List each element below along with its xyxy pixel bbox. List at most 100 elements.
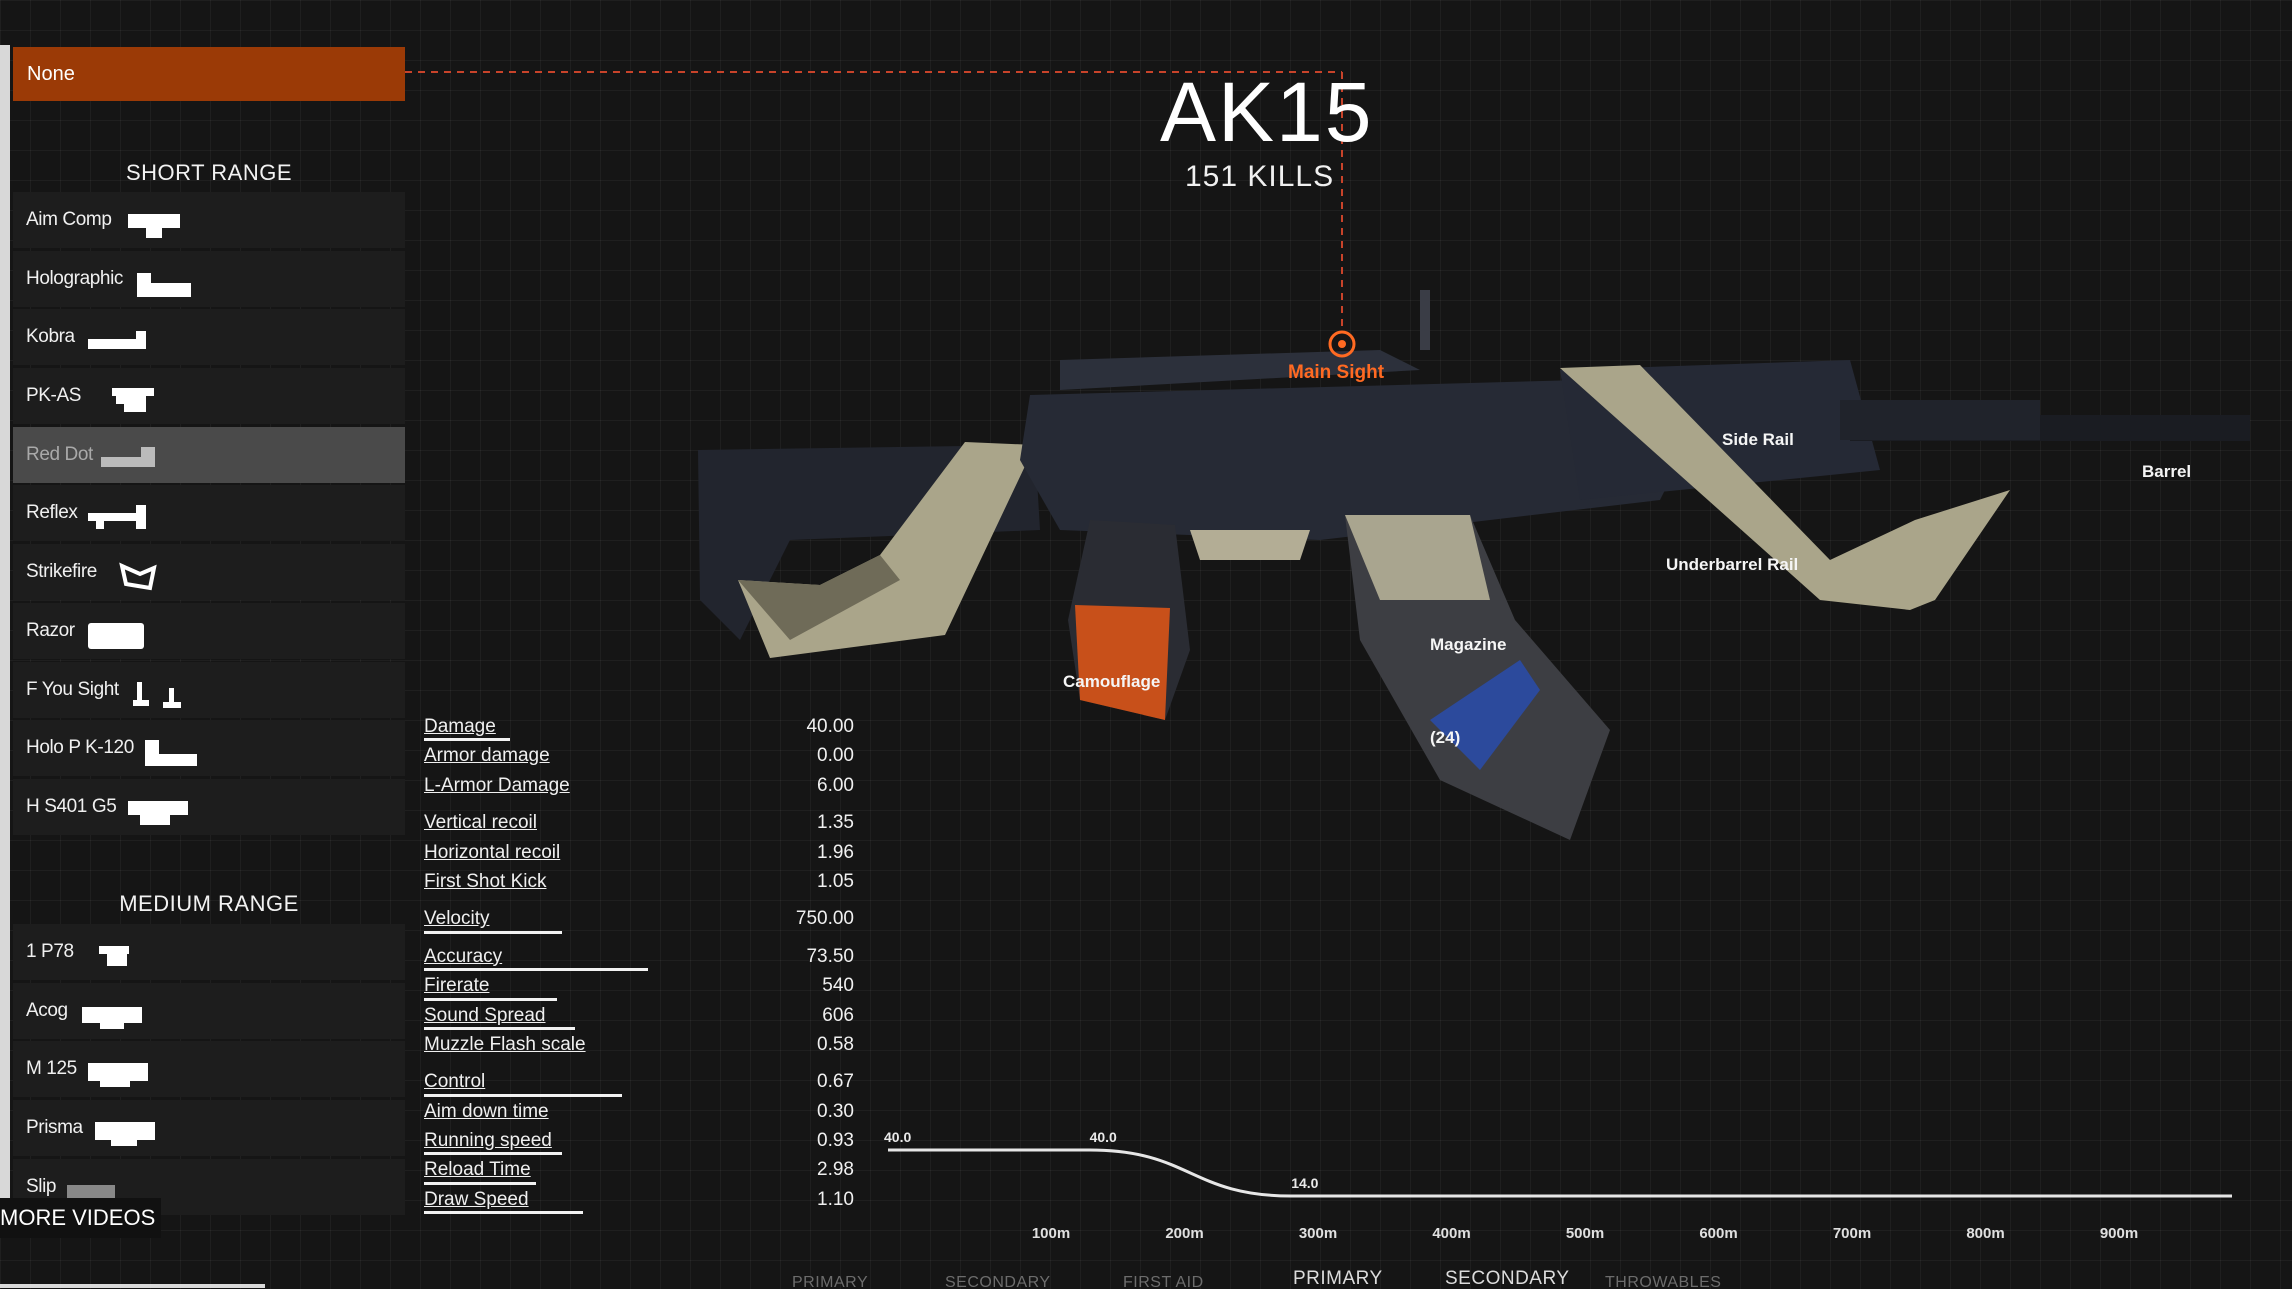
- falloff-data-label: 40.0: [1090, 1129, 1117, 1145]
- tab-primary-faded[interactable]: PRIMARY: [792, 1274, 869, 1289]
- falloff-x-tick: 600m: [1699, 1225, 1737, 1242]
- magazine-capacity: (24): [1430, 728, 1461, 747]
- sight-option-razor[interactable]: Razor: [13, 602, 405, 659]
- sight-option-label: Aim Comp: [26, 209, 112, 230]
- underbarrel-rail-slot[interactable]: Underbarrel Rail: [1666, 555, 1799, 574]
- hs401g5-sight-icon: [126, 794, 190, 825]
- 1p78-scope-icon: [97, 939, 131, 966]
- sight-option-f-you-sight[interactable]: F You Sight: [13, 661, 405, 718]
- stat-name: Muzzle Flash scale: [424, 1033, 586, 1055]
- stat-name: First Shot Kick: [424, 870, 547, 892]
- stat-bar: [424, 1026, 575, 1030]
- weapon-kill-count: 151 KILLS: [1185, 160, 1335, 193]
- scroll-indicator: [0, 1284, 265, 1288]
- sight-option-label: Reflex: [26, 502, 78, 524]
- falloff-x-tick: 200m: [1165, 1225, 1203, 1242]
- tab-secondary-faded[interactable]: SECONDARY: [945, 1274, 1051, 1289]
- reflex-sight-icon: [86, 500, 150, 530]
- magazine-slot[interactable]: Magazine: [1430, 635, 1507, 654]
- sight-option-label: Red Dot: [26, 443, 93, 465]
- side-rail-slot[interactable]: Side Rail: [1722, 430, 1794, 449]
- stat-name: Control: [424, 1071, 486, 1093]
- camouflage-slot[interactable]: Camouflage: [1063, 672, 1161, 691]
- holographic-sight-icon: [135, 266, 193, 297]
- sight-option-kobra[interactable]: Kobra: [13, 309, 405, 366]
- weapon-name: AK15: [1160, 65, 1374, 159]
- stat-name: L-Armor Damage: [424, 774, 570, 796]
- tab-throwables-faded[interactable]: THROWABLES: [1605, 1274, 1722, 1289]
- sight-option-m-125[interactable]: M 125: [13, 1041, 405, 1098]
- stat-value: 40.00: [806, 716, 854, 737]
- sight-option-1-p78[interactable]: 1 P78: [13, 924, 405, 980]
- falloff-x-tick: 500m: [1566, 1225, 1604, 1242]
- trigger-guard-camo: [1190, 530, 1310, 560]
- damage-falloff-line: [888, 1148, 2232, 1198]
- sight-option-holo-p-k-120[interactable]: Holo P K-120: [13, 720, 405, 777]
- weapon-receiver: [1020, 380, 1690, 540]
- sight-option-label: Kobra: [26, 326, 75, 348]
- rear-sight-post: [1420, 290, 1430, 350]
- falloff-x-tick: 300m: [1299, 1225, 1337, 1242]
- pk-as-sight-icon: [110, 383, 156, 413]
- sight-option-label: Holographic: [26, 267, 123, 289]
- none-option-button[interactable]: None: [13, 47, 405, 101]
- sight-option-label: Holo P K-120: [26, 737, 134, 759]
- stat-name: Firerate: [424, 975, 490, 997]
- sight-option-aim-comp[interactable]: Aim Comp: [13, 192, 405, 248]
- sight-option-label: Slip: [26, 1175, 57, 1197]
- f-you-sight-icon: [131, 677, 189, 708]
- stat-value: 0.00: [817, 745, 854, 767]
- stat-bar: [424, 930, 562, 934]
- tab-primary[interactable]: PRIMARY: [1293, 1268, 1383, 1289]
- medium-range-heading: MEDIUM RANGE: [119, 891, 299, 916]
- stat-draw-speed: Draw Speed 1.10: [424, 1187, 854, 1216]
- sight-option-pk-as[interactable]: PK-AS: [13, 368, 405, 425]
- sight-option-red-dot[interactable]: Red Dot: [13, 426, 405, 483]
- m125-scope-icon: [86, 1056, 150, 1088]
- strikefire-sight-icon: [118, 559, 158, 591]
- tab-secondary[interactable]: SECONDARY: [1445, 1268, 1570, 1289]
- stat-bar: [424, 1211, 584, 1215]
- sight-option-label: H S401 G5: [26, 795, 117, 817]
- stat-value: 1.35: [817, 812, 854, 834]
- main-sight-marker: [1328, 330, 1356, 358]
- main-sight-marker-dot: [1338, 340, 1346, 348]
- stat-value: 1.10: [817, 1188, 854, 1210]
- sight-option-h-s401-g5[interactable]: H S401 G5: [13, 778, 405, 835]
- magazine-camo: [1345, 515, 1490, 600]
- more-videos-button[interactable]: MORE VIDEOS: [0, 1198, 162, 1238]
- left-edge-bar: [0, 45, 10, 1225]
- sight-option-reflex[interactable]: Reflex: [13, 485, 405, 542]
- stat-bar: [424, 997, 558, 1001]
- stat-control: Control 0.67: [424, 1069, 854, 1098]
- stat-value: 73.50: [806, 945, 854, 967]
- main-sight-slot[interactable]: Main Sight: [1288, 362, 1385, 383]
- sight-option-label: PK-AS: [26, 385, 82, 407]
- stat-name: Horizontal recoil: [424, 841, 561, 863]
- stat-value: 2.98: [817, 1159, 854, 1181]
- sight-option-acog[interactable]: Acog: [13, 982, 405, 1039]
- stat-value: 0.93: [817, 1130, 854, 1152]
- sight-option-prisma[interactable]: Prisma: [13, 1100, 405, 1157]
- tab-first-aid-faded[interactable]: FIRST AID: [1123, 1274, 1204, 1289]
- stat-name: Aim down time: [424, 1100, 549, 1122]
- handguard-camo: [1560, 365, 2010, 610]
- sight-option-holographic[interactable]: Holographic: [13, 250, 405, 307]
- stat-bar: [424, 968, 648, 972]
- stat-name: Draw Speed: [424, 1188, 529, 1210]
- sight-option-strikefire[interactable]: Strikefire: [13, 544, 405, 601]
- razor-sight-icon: [86, 618, 146, 649]
- stat-value: 0.67: [817, 1071, 854, 1093]
- stat-name: Velocity: [424, 908, 490, 930]
- barrel-shroud: [1840, 400, 2040, 440]
- barrel-slot[interactable]: Barrel: [2142, 462, 2192, 481]
- stat-value: 750.00: [795, 908, 854, 930]
